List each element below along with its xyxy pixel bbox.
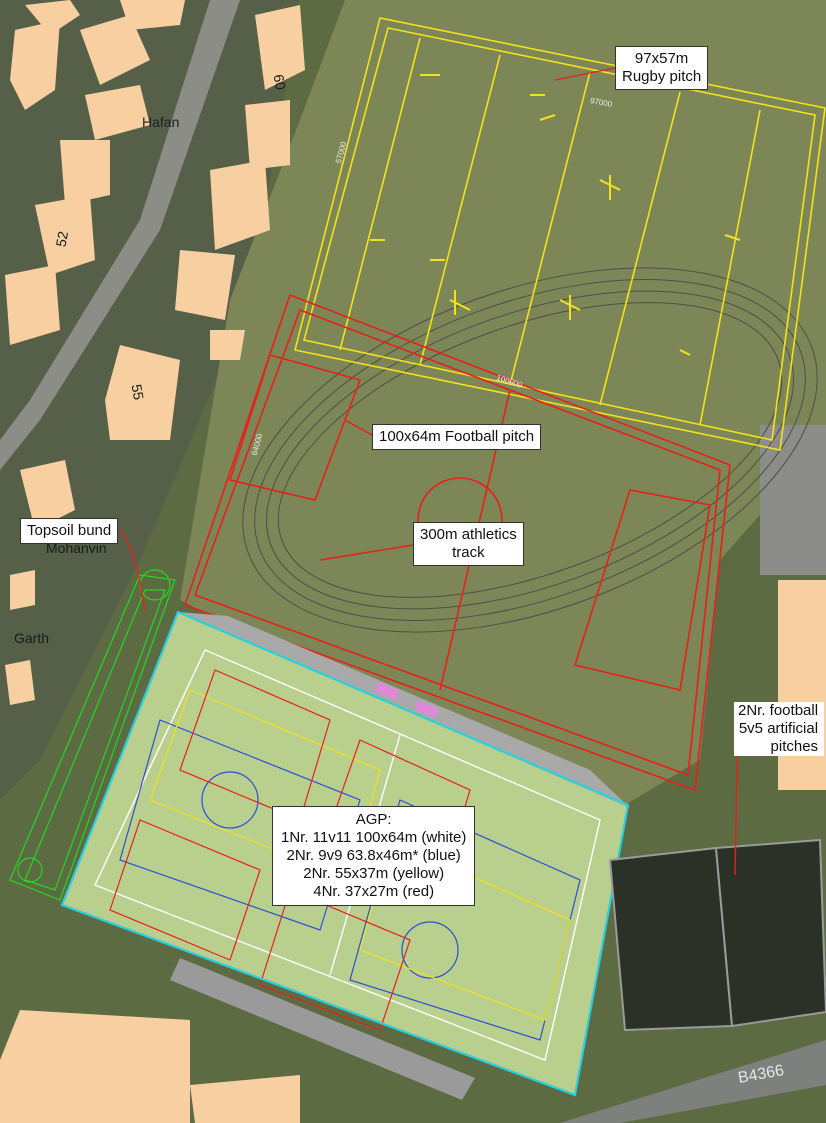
artificial-callout-line1: 2Nr. football (738, 702, 819, 719)
b4366-road (560, 1040, 826, 1123)
athletics-track-callout: 300m athletics track (413, 522, 524, 566)
rugby-pitch-callout: 97x57m Rugby pitch (615, 46, 709, 90)
street-label-garth: Garth (14, 630, 50, 646)
football-pitch-callout: 100x64m Football pitch (372, 424, 542, 450)
agp-callout-title: AGP: (355, 811, 392, 828)
agp-callout-line-yellow: 2Nr. 55x37m (yellow) (303, 865, 445, 882)
artificial-pitches (608, 838, 826, 1032)
artificial-pitches-callout: 2Nr. football 5v5 artificial pitches (734, 702, 825, 756)
football-callout-text: 100x64m Football pitch (379, 428, 535, 445)
topsoil-bund-callout: Topsoil bund (20, 518, 119, 544)
playing-field-grass (180, 0, 826, 820)
street-label-hafan: Hafan (142, 114, 180, 130)
athletics-callout-line2: track (452, 544, 485, 561)
athletics-callout-line1: 300m athletics (420, 526, 517, 543)
rugby-pitch (294, 17, 826, 451)
street-road (0, 0, 240, 470)
athletics-track (242, 267, 818, 633)
topsoil-callout-text: Topsoil bund (27, 522, 112, 539)
agp-callout-line-white: 1Nr. 11v11 100x64m (white) (281, 829, 467, 846)
street-label-mohanvin: Mohanvin (46, 540, 107, 556)
house-number-60: 60 (270, 72, 290, 92)
agp-callout-line-blue: 2Nr. 9v9 63.8x46m* (blue) (286, 847, 461, 864)
rugby-callout-size: 97x57m (634, 50, 689, 67)
building-footprints (0, 0, 305, 1123)
house-number-52: 52 (52, 229, 72, 249)
agp-callout-line-red: 4Nr. 37x27m (red) (313, 883, 435, 900)
rugby-callout-title: Rugby pitch (622, 68, 702, 85)
artificial-callout-line3: pitches (770, 738, 819, 755)
house-number-55: 55 (128, 382, 148, 402)
car-park (760, 425, 826, 575)
artificial-callout-line2: 5v5 artificial (738, 720, 819, 737)
school-building (778, 580, 826, 790)
agp-callout: AGP: 1Nr. 11v11 100x64m (white) 2Nr. 9v9… (272, 806, 476, 906)
